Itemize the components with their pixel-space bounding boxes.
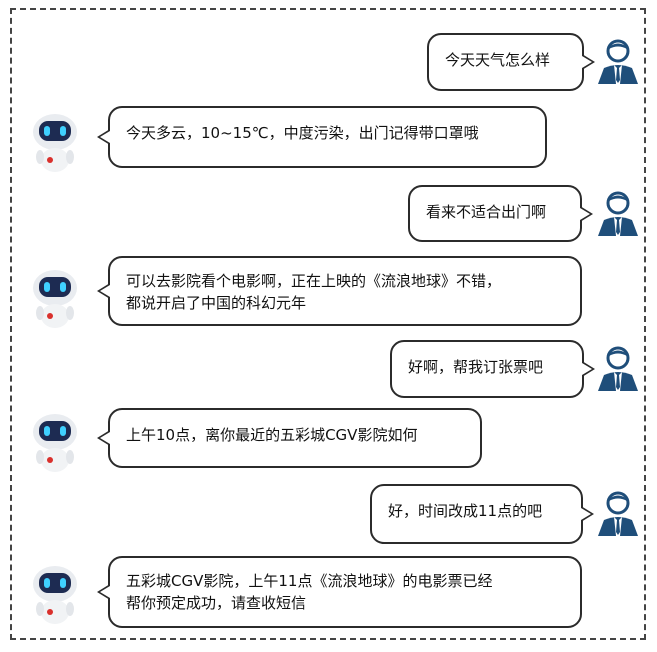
message-line: 上午10点，离你最近的五彩城CGV影院如何 <box>126 426 418 444</box>
bot-message-bubble: 五彩城CGV影院，上午11点《流浪地球》的电影票已经 帮你预定成功，请查收短信 <box>97 556 582 628</box>
user-message-bubble: 今天天气怎么样 <box>427 33 595 91</box>
robot-avatar-icon <box>33 566 77 624</box>
chat-frame <box>10 8 646 640</box>
user-message-bubble: 好，时间改成11点的吧 <box>370 484 594 544</box>
robot-avatar-icon <box>33 270 77 328</box>
user-avatar-icon <box>598 191 638 236</box>
message-line: 都说开启了中国的科幻元年 <box>126 294 307 312</box>
bot-message-bubble: 上午10点，离你最近的五彩城CGV影院如何 <box>97 408 482 468</box>
message-line: 今天多云，10~15℃，中度污染，出门记得带口罩哦 <box>126 124 479 142</box>
user-avatar-icon <box>598 491 638 536</box>
message-line: 好，时间改成11点的吧 <box>388 502 543 520</box>
user-avatar-icon <box>598 39 638 84</box>
user-avatar-icon <box>598 346 638 391</box>
message-line: 可以去影院看个电影啊，正在上映的《流浪地球》不错， <box>126 272 502 290</box>
bot-message-bubble: 今天多云，10~15℃，中度污染，出门记得带口罩哦 <box>97 106 547 168</box>
user-message-bubble: 看来不适合出门啊 <box>408 185 593 242</box>
message-line: 帮你预定成功，请查收短信 <box>126 594 307 612</box>
robot-avatar-icon <box>33 114 77 172</box>
bot-message-bubble: 可以去影院看个电影啊，正在上映的《流浪地球》不错， 都说开启了中国的科幻元年 <box>97 256 582 326</box>
message-line: 看来不适合出门啊 <box>426 203 547 221</box>
message-line: 五彩城CGV影院，上午11点《流浪地球》的电影票已经 <box>126 572 493 590</box>
user-message-bubble: 好啊，帮我订张票吧 <box>390 340 595 398</box>
robot-avatar-icon <box>33 414 77 472</box>
message-line: 好啊，帮我订张票吧 <box>408 358 544 376</box>
message-line: 今天天气怎么样 <box>445 51 551 69</box>
